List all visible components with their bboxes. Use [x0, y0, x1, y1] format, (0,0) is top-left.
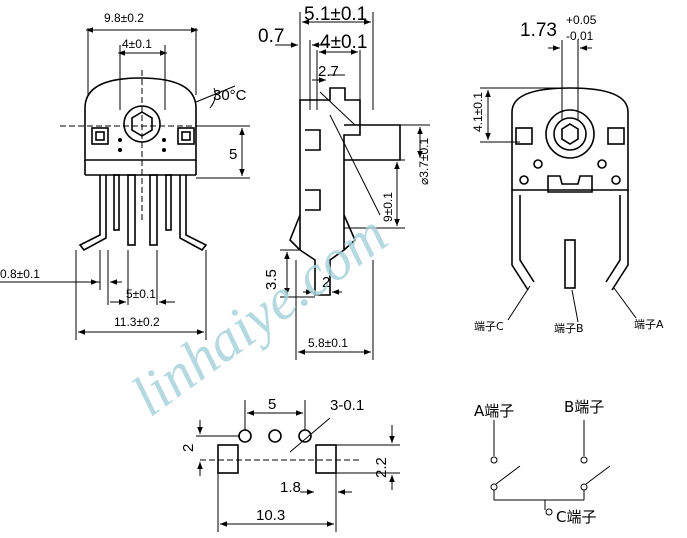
side-bottom-width: 5.8±0.1 [308, 336, 348, 350]
side-small-width: 2.7 [318, 63, 339, 80]
footprint-pitch: 5 [268, 396, 276, 413]
back-hole-width: 1.73 [520, 20, 557, 41]
footprint-pad-height: 2.2 [373, 457, 390, 478]
switch-schematic: A端子 B端子 C端子 [474, 398, 611, 526]
back-terminal-a: 端子A [634, 318, 664, 331]
footprint-pad-width: 1.8 [280, 479, 301, 496]
side-mid-width: 4±0.1 [320, 32, 367, 53]
front-angle: 30°C [213, 87, 247, 104]
back-hole-tol-plus: +0.05 [566, 13, 597, 27]
side-pin-width: 2 [322, 274, 330, 291]
front-inner-width: 4±0.1 [122, 37, 152, 51]
front-pin-pitch: 5±0.1 [126, 287, 156, 301]
schematic-terminal-c: C端子 [556, 508, 596, 526]
back-terminal-c: 端子C [474, 320, 504, 333]
watermark-text: linhaiye.com [119, 201, 398, 429]
front-overall-width: 11.3±0.2 [114, 315, 160, 329]
footprint-hole-dia: 3-0.1 [330, 397, 364, 414]
footprint-span: 10.3 [256, 507, 285, 524]
back-terminal-b: 端子B [554, 322, 584, 335]
schematic-terminal-b: B端子 [564, 398, 604, 416]
front-top-width: 9.8±0.2 [104, 11, 144, 25]
back-hole-tol-minus: -0.01 [566, 29, 594, 43]
back-height: 4.1±0.1 [471, 92, 485, 132]
side-top-width: 5.1±0.1 [304, 4, 367, 25]
schematic-terminal-a: A端子 [474, 402, 514, 420]
front-height: 5 [229, 146, 237, 163]
footprint-row-height: 2 [180, 444, 197, 452]
side-shaft-diameter: ⌀3.7±0.1 [417, 138, 431, 186]
front-pin-pitch-small: 0.8±0.1 [0, 267, 40, 281]
back-view: 1.73 +0.05 -0.01 4.1±0.1 端子C 端子B 端子A [471, 13, 664, 335]
side-view: 5.1±0.1 0.7 4±0.1 2.7 ⌀3.7±0.1 9±0.1 3.5… [258, 4, 431, 360]
pcb-footprint: 5 3-0.1 2 2.2 1.8 10.3 [180, 396, 400, 532]
side-pin-height: 3.5 [263, 269, 280, 290]
side-length: 9±0.1 [381, 192, 395, 222]
side-left-offset: 0.7 [258, 26, 284, 47]
front-view: 9.8±0.2 4±0.1 30°C 5 0.8±0.1 5±0.1 11.3±… [0, 11, 250, 340]
